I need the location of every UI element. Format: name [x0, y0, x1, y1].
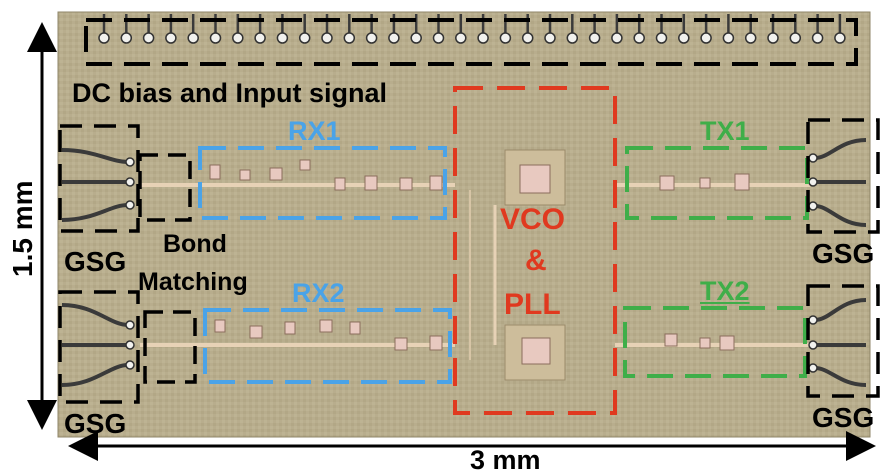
bond-pad	[254, 32, 266, 44]
bond-pad	[142, 32, 155, 44]
gsg-left-bottom-label: GSG	[64, 408, 127, 439]
tx2-box	[623, 306, 807, 378]
bond-pad	[655, 32, 668, 44]
rx1-label: RX1	[288, 116, 341, 146]
bond-pad	[165, 32, 177, 44]
bond-pad	[566, 32, 579, 44]
gsg-left-bottom-box	[58, 290, 140, 404]
dc-bias-label: DC bias and Input signal	[72, 78, 388, 108]
rx2-box	[203, 308, 452, 384]
pll-label: PLL	[504, 288, 561, 321]
bond-pad	[633, 32, 645, 44]
bond-pad	[432, 32, 445, 44]
vco-label: VCO	[500, 203, 566, 236]
height-dimension-label: 1.5 mm	[7, 180, 38, 278]
width-dimension-label: 3 mm	[470, 445, 541, 475]
bond-pad	[544, 32, 556, 44]
bond-matching-top-box	[138, 153, 192, 222]
gsg-left-top-wires	[61, 148, 129, 222]
bond-pad	[477, 32, 489, 44]
rx2-circuit	[140, 319, 455, 351]
bond-pad	[744, 32, 757, 44]
top-pad-row	[98, 14, 846, 44]
dc-bias-box	[84, 18, 858, 66]
bond-pad	[276, 32, 289, 44]
vco-pll-circuit	[469, 149, 566, 381]
tx1-box	[625, 146, 809, 220]
gsg-right-top-wires	[814, 138, 867, 227]
bond-pad	[232, 32, 244, 44]
rx1-circuit	[140, 159, 455, 191]
ampersand-label: &	[525, 244, 547, 277]
gsg-right-top-box	[806, 118, 880, 234]
gsg-right-top-label: GSG	[812, 238, 875, 269]
bond-pad	[365, 32, 378, 44]
rx2-label: RX2	[292, 278, 345, 308]
bond-pad	[678, 32, 690, 44]
bond-pad	[410, 32, 422, 44]
bond-pad	[209, 32, 222, 44]
bond-pad	[611, 32, 623, 44]
bond-pad	[722, 32, 735, 44]
gsg-left-top-box	[58, 124, 140, 233]
bond-pad	[499, 32, 512, 44]
bond-pad	[700, 32, 712, 44]
bond-pad	[321, 32, 333, 44]
bond-pad	[789, 32, 802, 44]
bond-matching-bottom-box	[143, 310, 197, 384]
gsg-right-bottom-box	[806, 284, 880, 398]
tx2-label: TX2	[700, 276, 750, 306]
tx2-circuit	[615, 333, 810, 351]
die-body	[57, 11, 871, 438]
bond-pad	[588, 32, 601, 44]
bond-pad	[767, 32, 779, 44]
bond-pad	[521, 32, 534, 44]
tx1-circuit	[615, 173, 810, 191]
rx1-box	[198, 146, 447, 220]
tx1-label: TX1	[700, 116, 750, 146]
bond-pad	[388, 32, 400, 44]
gsg-left-top-label: GSG	[64, 246, 127, 277]
matching-label: Matching	[138, 268, 248, 296]
gsg-right-bottom-wires	[814, 298, 867, 387]
gsg-left-bottom-wires	[61, 303, 129, 387]
vco-pll-box	[453, 86, 617, 415]
bond-pad	[834, 32, 846, 44]
bond-pad	[98, 32, 110, 44]
bond-pad	[120, 32, 133, 44]
bond-label: Bond	[163, 230, 227, 258]
bond-pad	[455, 32, 467, 44]
bond-pad	[343, 32, 356, 44]
bond-pad	[811, 32, 824, 44]
bond-pad	[298, 32, 311, 44]
gsg-right-bottom-label: GSG	[812, 402, 875, 433]
bond-pad	[187, 32, 199, 44]
